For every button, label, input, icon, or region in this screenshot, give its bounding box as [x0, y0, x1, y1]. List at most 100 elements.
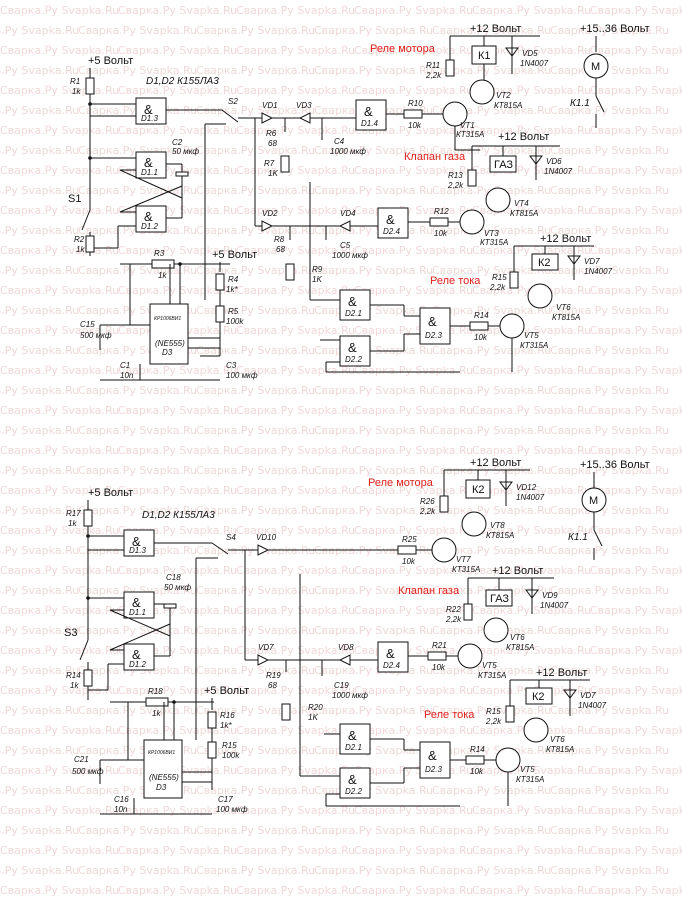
- watermark-text: Сварка.Ру Svapka.Ru: [236, 284, 355, 297]
- r14b-label: R14: [470, 745, 485, 754]
- r6-label: R6: [266, 129, 277, 138]
- vt8-label: VT8: [490, 521, 505, 530]
- watermark-text: Сварка.Ру Svapka.Ru: [118, 84, 237, 97]
- c18-value: 50 мкф: [164, 583, 191, 592]
- watermark-text: Сварка.Ру Svapka.Ru: [314, 304, 433, 317]
- r9-value: 1K: [312, 275, 322, 284]
- watermark-text: Сварка.Ру Svapka.Ru: [0, 264, 79, 277]
- vt3-transistor: [459, 209, 485, 235]
- relay-motor-title-top: Реле мотора: [370, 43, 436, 55]
- d3-timer-top: [149, 303, 189, 365]
- watermark-text: Сварка.Ру Svapka.Ru: [118, 404, 237, 417]
- watermark-text: Сварка.Ру Svapka.Ru: [118, 244, 237, 257]
- watermark-text: Сварка.Ру Svapka.Ru: [78, 704, 197, 717]
- watermark-text: Сварка.Ру Svapka.Ru: [354, 724, 473, 737]
- power-12v-current-bottom: +12 Вольт: [536, 667, 587, 679]
- gate-d21b-label: D2.1: [345, 743, 362, 752]
- r21-label: R21: [432, 641, 447, 650]
- c5-label: C5: [340, 241, 351, 250]
- watermark-text: Сварка.Ру Svapka.Ru: [472, 364, 591, 377]
- watermark-text: Сварка.Ру Svapka.Ru: [0, 344, 79, 357]
- r18-value: 1k: [152, 709, 161, 718]
- watermark-text: Сварка.Ру Svapka.Ru: [354, 804, 473, 817]
- watermark-text: Сварка.Ру Svapka.Ru: [354, 84, 473, 97]
- watermark-text: Сварка.Ру Svapka.Ru: [314, 824, 433, 837]
- r1-value: 1k: [72, 87, 81, 96]
- vd7-label: VD7: [584, 257, 600, 266]
- watermark-text: Сварка.Ру Svapka.Ru: [354, 844, 473, 857]
- watermark-text: Сварка.Ру Svapka.Ru: [118, 884, 237, 897]
- watermark-text: Сварка.Ру Svapka.Ru: [590, 404, 682, 417]
- watermark-text: Сварка.Ру Svapka.Ru: [78, 424, 197, 437]
- watermark-text: Сварка.Ру Svapka.Ru: [78, 584, 197, 597]
- watermark-text: Сварка.Ру Svapka.Ru: [590, 764, 682, 777]
- d1d2-title-bottom: D1,D2 К155ЛА3: [142, 510, 215, 521]
- watermark-text: Сварка.Ру Svapka.Ru: [118, 4, 237, 17]
- r12-resistor: [429, 217, 449, 227]
- watermark-text: Сварка.Ру Svapka.Ru: [550, 304, 669, 317]
- watermark-text: Сварка.Ру Svapka.Ru: [118, 844, 237, 857]
- watermark-text: Сварка.Ру Svapka.Ru: [196, 424, 315, 437]
- c18-label: C18: [166, 573, 181, 582]
- vt5-transistor: [499, 313, 525, 339]
- watermark-text: Сварка.Ру Svapka.Ru: [354, 764, 473, 777]
- watermark-text: Сварка.Ру Svapka.Ru: [0, 844, 119, 857]
- c21-value: 500 мкф: [72, 767, 104, 776]
- watermark-text: Сварка.Ру Svapka.Ru: [354, 564, 473, 577]
- r15-resistor-bottom: [207, 741, 217, 759]
- vd6-label: VD6: [546, 157, 562, 166]
- watermark-text: Сварка.Ру Svapka.Ru: [0, 484, 119, 497]
- watermark-text: Сварка.Ру Svapka.Ru: [236, 844, 355, 857]
- r10-value: 10k: [408, 121, 422, 130]
- vd9-value: 1N4007: [540, 601, 569, 610]
- watermark-text: Сварка.Ру Svapka.Ru: [236, 124, 355, 137]
- d3-type: (NE555): [155, 339, 185, 348]
- watermark-text: Сварка.Ру Svapka.Ru: [590, 124, 682, 137]
- gate-d13b-label: D1.3: [129, 546, 146, 555]
- d3b-type: (NE555): [149, 773, 179, 782]
- watermark-text: Сварка.Ру Svapka.Ru: [196, 824, 315, 837]
- watermark-text: Сварка.Ру Svapka.Ru: [0, 204, 119, 217]
- watermark-text: Сварка.Ру Svapka.Ru: [0, 704, 79, 717]
- s1-label: S1: [68, 193, 81, 205]
- d3-part-ru: КР1006ВИ1: [154, 316, 181, 322]
- watermark-text: Сварка.Ру Svapka.Ru: [0, 364, 119, 377]
- c19-label: C19: [334, 681, 349, 690]
- watermark-text: Сварка.Ру Svapka.Ru: [472, 524, 591, 537]
- watermark-text: Сварка.Ру Svapka.Ru: [118, 124, 237, 137]
- watermark-text: Сварка.Ру Svapka.Ru: [78, 824, 197, 837]
- vd12-value: 1N4007: [516, 493, 545, 502]
- gate-d11-top: [135, 151, 167, 179]
- watermark-text: Сварка.Ру Svapka.Ru: [236, 164, 355, 177]
- watermark-text: Сварка.Ру Svapka.Ru: [0, 444, 119, 457]
- watermark-text: Сварка.Ру Svapka.Ru: [196, 144, 315, 157]
- watermark-text: Сварка.Ру Svapka.Ru: [196, 184, 315, 197]
- relay-motor-title-bottom: Реле мотора: [368, 477, 434, 489]
- watermark-text: Сварка.Ру Svapka.Ru: [0, 244, 119, 257]
- r4-resistor: [215, 273, 225, 291]
- watermark-text: Сварка.Ру Svapka.Ru: [590, 804, 682, 817]
- vd7a-diode: [257, 654, 270, 666]
- watermark-text: Сварка.Ру Svapka.Ru: [590, 324, 682, 337]
- watermark-text: Сварка.Ру Svapka.Ru: [236, 404, 355, 417]
- power-12v-gas-bottom: +12 Вольт: [492, 565, 543, 577]
- r12-value: 10k: [434, 229, 448, 238]
- watermark-text: Сварка.Ру Svapka.Ru: [236, 764, 355, 777]
- watermark-text: Сварка.Ру Svapka.Ru: [118, 564, 237, 577]
- watermark-text: Сварка.Ру Svapka.Ru: [472, 444, 591, 457]
- watermark-text: Сварка.Ру Svapka.Ru: [590, 844, 682, 857]
- watermark-text: Сварка.Ру Svapka.Ru: [354, 204, 473, 217]
- power-15-36v-bottom: +15..36 Вольт: [580, 459, 650, 471]
- watermark-text: Сварка.Ру Svapka.Ru: [590, 84, 682, 97]
- watermark-text: Сварка.Ру Svapka.Ru: [78, 144, 197, 157]
- watermark-text: Сварка.Ру Svapka.Ru: [196, 224, 315, 237]
- watermark-text: Сварка.Ру Svapka.Ru: [236, 444, 355, 457]
- watermark-text: Сварка.Ру Svapka.Ru: [118, 444, 237, 457]
- watermark-text: Сварка.Ру Svapka.Ru: [0, 684, 119, 697]
- watermark-text: Сварка.Ру Svapka.Ru: [432, 824, 551, 837]
- watermark-text: Сварка.Ру Svapka.Ru: [0, 24, 79, 37]
- watermark-text: Сварка.Ру Svapka.Ru: [314, 424, 433, 437]
- c4-value: 1000 мкф: [330, 147, 366, 156]
- vd1-diode: [261, 112, 274, 124]
- vd2-label: VD2: [262, 209, 278, 218]
